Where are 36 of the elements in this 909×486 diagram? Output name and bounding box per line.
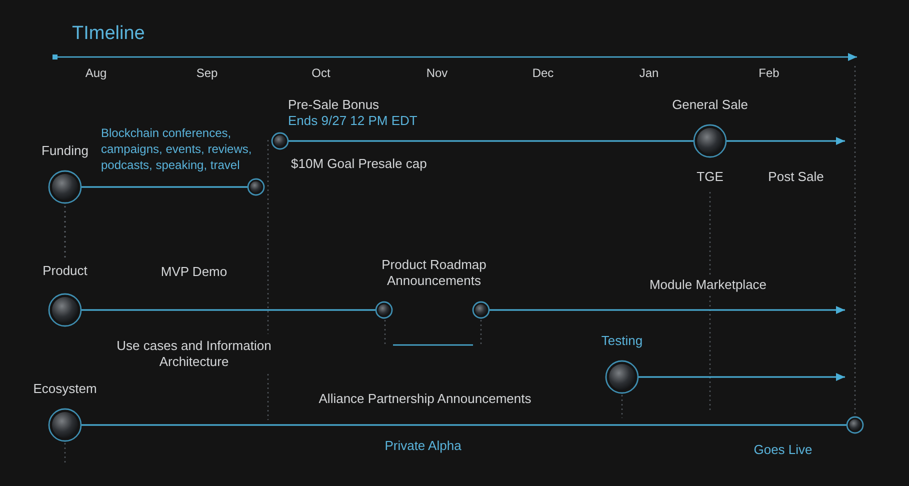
milestone-label: Goes Live bbox=[754, 442, 812, 458]
milestone-caption: TGE bbox=[696, 169, 724, 185]
circle-marker-icon bbox=[375, 301, 393, 319]
milestone-label: Pre-Sale Bonus bbox=[288, 97, 380, 113]
annotation-label: Use cases and Information Architecture bbox=[116, 338, 272, 370]
annotation-label: Private Alpha bbox=[384, 438, 462, 454]
edge-label: $10M Goal Presale cap bbox=[291, 156, 427, 172]
connector-line bbox=[288, 140, 694, 142]
milestone-label: Ends 9/27 12 PM EDT bbox=[288, 113, 418, 129]
month-label: Sep bbox=[196, 65, 218, 81]
month-label: Aug bbox=[85, 65, 107, 81]
month-label: Oct bbox=[312, 65, 330, 81]
edge-label: Alliance Partnership Announcements bbox=[318, 391, 532, 407]
connector-line bbox=[82, 186, 248, 188]
month-label: Dec bbox=[532, 65, 554, 81]
milestone-label: General Sale bbox=[672, 97, 748, 113]
edge-label: MVP Demo bbox=[160, 264, 228, 280]
arrow bbox=[490, 306, 845, 314]
chart-title: TImeline bbox=[72, 22, 145, 46]
connector-line bbox=[82, 309, 376, 311]
annotation-label: Product Roadmap Announcements bbox=[380, 257, 488, 289]
milestone-label: Testing bbox=[601, 333, 643, 349]
arrow bbox=[638, 373, 845, 381]
arrow bbox=[726, 137, 845, 145]
milestone-label: Funding bbox=[42, 143, 88, 159]
month-label: Nov bbox=[426, 65, 448, 81]
milestone-label: Product bbox=[42, 263, 88, 279]
circle-marker-icon bbox=[472, 301, 490, 319]
connector-line bbox=[82, 424, 846, 426]
month-label: Feb bbox=[758, 65, 780, 81]
edge-label: Module Marketplace bbox=[649, 277, 767, 293]
month-label: Jan bbox=[639, 65, 659, 81]
circle-marker-icon bbox=[247, 178, 265, 196]
edge-label: Post Sale bbox=[768, 169, 824, 185]
edge-label: Blockchain conferences, campaigns, events, reviews, podcasts, speaking, travel bbox=[101, 125, 253, 173]
milestone-label: Ecosystem bbox=[33, 381, 97, 397]
